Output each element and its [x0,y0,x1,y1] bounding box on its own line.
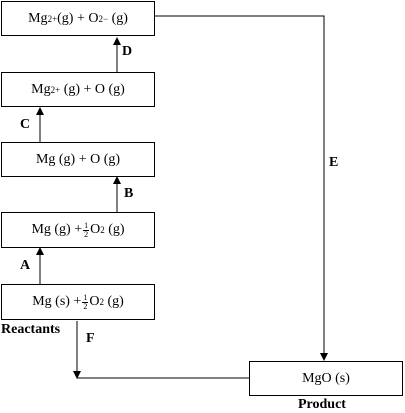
label-e: E [329,155,339,170]
label-c: C [20,117,31,132]
arrow-e [155,15,328,361]
arrow-f [76,321,249,379]
label-f: F [86,331,95,346]
label-b: B [124,186,134,201]
box-mgo-solid: MgO (s) [249,361,403,396]
label-d: D [122,44,133,59]
caption-product: Product [298,397,346,412]
label-a: A [20,258,31,273]
caption-reactants: Reactants [1,322,61,337]
box-mg-o-gas: Mg (g) + O (g) [1,142,155,177]
